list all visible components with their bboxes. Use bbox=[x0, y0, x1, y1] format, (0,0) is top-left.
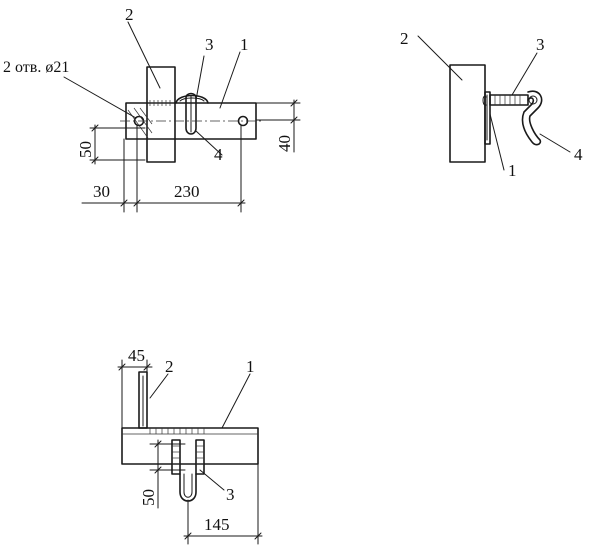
weld-hatch bbox=[148, 100, 174, 106]
section-callout-1: 1 bbox=[246, 357, 255, 376]
dim-45: 45 bbox=[128, 346, 145, 365]
hook-part-4 bbox=[185, 92, 197, 135]
callout-4: 4 bbox=[214, 145, 223, 164]
view-section: 2 1 3 45 50 145 bbox=[117, 346, 263, 545]
side-callout-3: 3 bbox=[536, 35, 545, 54]
side-plate-part-2 bbox=[449, 64, 486, 163]
dim-40: 40 bbox=[275, 135, 294, 152]
side-callout-4: 4 bbox=[574, 145, 583, 164]
dim-230: 230 bbox=[174, 182, 200, 201]
side-strip-part-1 bbox=[484, 91, 491, 145]
callout-1: 1 bbox=[240, 35, 249, 54]
dim-50-left: 50 bbox=[76, 141, 95, 158]
callout-2: 2 bbox=[125, 5, 134, 24]
view-plan: 2 3 1 4 2 отв. ø21 50 40 30 230 bbox=[3, 5, 301, 213]
dim-50-section: 50 bbox=[139, 489, 158, 506]
bracket-part-2 bbox=[146, 66, 176, 163]
dim-30: 30 bbox=[93, 182, 110, 201]
hole-note: 2 отв. ø21 bbox=[3, 59, 69, 76]
section-angle-part-2 bbox=[138, 371, 148, 429]
side-clamp-part-3 bbox=[489, 94, 529, 106]
callout-3: 3 bbox=[205, 35, 214, 54]
side-callout-2: 2 bbox=[400, 29, 409, 48]
section-plate-part-1 bbox=[121, 427, 259, 465]
dim-145: 145 bbox=[204, 515, 230, 534]
section-callout-3: 3 bbox=[226, 485, 235, 504]
clamp-part-3 bbox=[175, 94, 209, 104]
view-side: 2 3 4 1 bbox=[400, 29, 583, 180]
section-clamp-part-3 bbox=[171, 439, 205, 502]
side-callout-1: 1 bbox=[508, 161, 517, 180]
side-hook-part-4 bbox=[521, 90, 543, 146]
section-callout-2: 2 bbox=[165, 357, 174, 376]
